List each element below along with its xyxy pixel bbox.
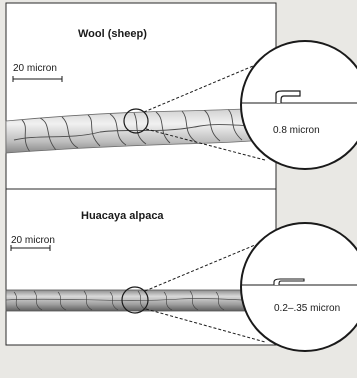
panel-wool-scale-label: 20 micron (13, 63, 57, 74)
panel-alpaca: Huacaya alpaca 20 micron (6, 189, 276, 345)
panel-wool-scale-bar: 20 micron (13, 63, 62, 82)
alpaca-fiber (6, 290, 268, 311)
wool-scale-thickness: 0.8 micron (273, 125, 320, 136)
panel-wool-title: Wool (sheep) (78, 28, 147, 40)
alpaca-scale-thickness: 0.2–.35 micron (274, 303, 340, 314)
panel-wool: Wool (sheep) 20 micron (6, 3, 276, 189)
panel-alpaca-scale-label: 20 micron (11, 235, 55, 246)
wool-magnified-detail: 0.8 micron (241, 41, 357, 169)
panel-alpaca-title: Huacaya alpaca (81, 210, 164, 222)
alpaca-magnified-detail: 0.2–.35 micron (241, 223, 357, 351)
